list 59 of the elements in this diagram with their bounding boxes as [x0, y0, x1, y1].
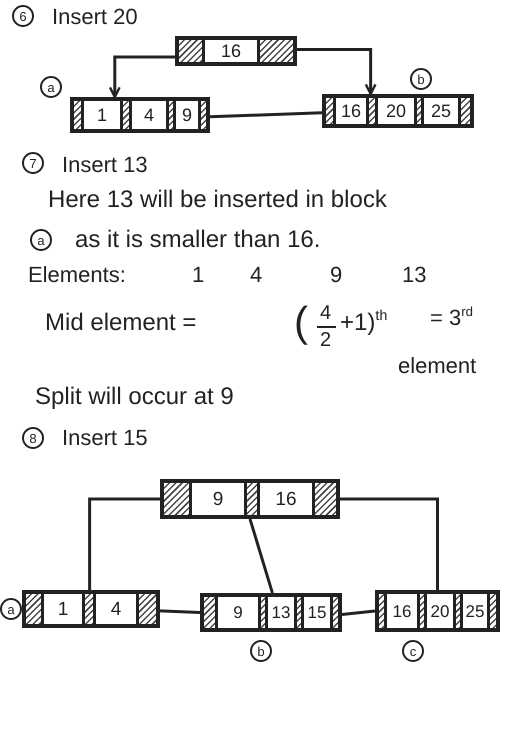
connector-line	[340, 498, 439, 590]
connector-line	[88, 498, 160, 590]
element-value: 4	[250, 263, 262, 288]
fraction-numerator: 4	[320, 302, 332, 324]
key-value: 13	[272, 604, 290, 621]
element-value: 9	[330, 263, 342, 288]
key-value: 20	[430, 602, 450, 620]
key-value: 25	[430, 102, 452, 120]
btree-node	[160, 479, 340, 519]
step-heading: Insert 13	[62, 153, 148, 178]
key-value: 9	[182, 106, 192, 124]
block-marker: a	[30, 229, 52, 251]
equation-text: +1)$^{th}$	[340, 310, 388, 336]
key-value: 15	[308, 604, 326, 621]
step-number: 8	[22, 427, 44, 449]
fraction-denominator: 2	[320, 329, 332, 351]
arrow	[108, 56, 175, 98]
explanation-text: Elements:	[28, 263, 126, 288]
explanation-text: Split will occur at 9	[35, 384, 234, 410]
key-value: 9	[233, 604, 243, 621]
btree-node	[22, 590, 160, 628]
block-marker: a	[40, 76, 62, 98]
key-value: 9	[212, 490, 224, 508]
btree-node	[200, 593, 342, 632]
step-number: 7	[22, 152, 44, 174]
key-value: 4	[110, 600, 122, 618]
btree-node	[375, 590, 500, 632]
equation-text: = 3$^{rd}$	[430, 306, 473, 330]
key-value: 16	[392, 602, 412, 620]
element-value: 1	[192, 263, 204, 288]
arrow	[297, 48, 377, 96]
btree-node	[322, 94, 474, 128]
btree-node	[175, 36, 297, 66]
equation-text: element	[398, 354, 476, 378]
element-value: 13	[402, 263, 426, 288]
block-marker: b	[250, 640, 272, 662]
btree-node	[70, 97, 210, 133]
block-marker: a	[0, 598, 22, 620]
connector-line	[210, 111, 322, 118]
key-value: 4	[144, 106, 154, 124]
parenthesis: (	[294, 299, 308, 346]
key-value: 1	[58, 600, 68, 618]
key-value: 1	[96, 106, 107, 124]
key-value: 16	[340, 102, 362, 120]
key-value: 25	[466, 602, 484, 620]
block-marker: c	[402, 640, 424, 662]
connector-line	[160, 609, 200, 614]
step-number: 6	[12, 5, 34, 27]
key-value: 16	[220, 42, 242, 60]
connector-line	[248, 518, 274, 594]
key-value: 20	[386, 102, 406, 120]
step-heading: Insert 15	[62, 426, 148, 450]
connector-line	[342, 610, 376, 616]
key-value: 16	[275, 490, 297, 508]
block-marker: b	[410, 68, 432, 90]
explanation-text: Here 13 will be inserted in block	[48, 187, 387, 214]
step-heading: Insert 20	[52, 5, 138, 30]
explanation-text: as it is smaller than 16.	[75, 227, 320, 254]
equation-text: Mid element =	[45, 310, 196, 336]
